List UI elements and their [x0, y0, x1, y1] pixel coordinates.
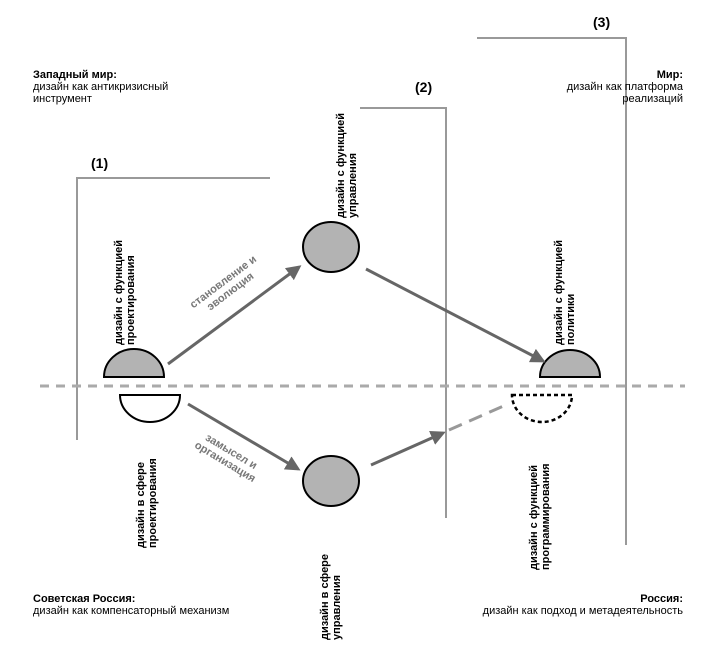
region-west: Западный мир: дизайн как антикризисный и…: [33, 69, 168, 105]
stage-3-label: (3): [593, 14, 611, 30]
region-world: Мир: дизайн как платформа реализаций: [567, 69, 683, 105]
label-func-program-line: дизайн с функцией: [528, 465, 540, 570]
region-west-line: дизайн как антикризисный: [33, 81, 169, 93]
node-sphere-project: [118, 394, 182, 423]
label-func-manage-line: управления: [347, 152, 359, 218]
stage-3-frame: [477, 37, 627, 545]
label-func-project-line: дизайн с функцией: [113, 240, 125, 345]
region-russia-line: дизайн как подход и метадеятельность: [482, 605, 683, 617]
label-func-program-line: программирования: [540, 463, 552, 570]
label-sphere-manage-line: управления: [331, 574, 343, 640]
label-sphere-manage: дизайн в сфере управления: [319, 554, 343, 640]
label-func-manage-line: дизайн с функцией: [335, 113, 347, 218]
region-world-title: Мир:: [656, 69, 683, 81]
node-func-policy: [538, 349, 602, 378]
label-func-program: дизайн с функцией программирования: [528, 463, 552, 570]
stage-2-label: (2): [415, 79, 433, 95]
node-sphere-manage: [302, 455, 360, 507]
region-russia-title: Россия:: [640, 593, 683, 605]
label-func-policy-line: политики: [565, 293, 577, 345]
region-world-line: реализаций: [622, 93, 683, 105]
label-sphere-manage-line: дизайн в сфере: [319, 553, 331, 640]
label-sphere-project-line: дизайн в сфере: [135, 461, 147, 548]
label-sphere-project: дизайн в сфере проектирования: [135, 458, 159, 548]
stage-1-frame: [76, 177, 270, 440]
arrow-to-program-dashed: [448, 402, 509, 432]
arrow-manage-to-program: [370, 431, 446, 467]
region-soviet-line: дизайн как компенсаторный механизм: [33, 605, 230, 617]
label-func-manage: дизайн с функцией управления: [335, 113, 359, 218]
label-func-policy: дизайн с функцией политики: [553, 240, 577, 345]
label-func-policy-line: дизайн с функцией: [553, 240, 565, 345]
arrow-manage-to-policy: [365, 267, 546, 363]
node-func-manage: [302, 221, 360, 273]
label-sphere-project-line: проектирования: [147, 458, 159, 548]
stage-1-label: (1): [91, 155, 109, 171]
arrow-concept: [187, 402, 301, 471]
label-func-project: дизайн с функцией проектирования: [113, 240, 137, 345]
region-russia: Россия: дизайн как подход и метадеятельн…: [483, 593, 683, 617]
label-func-project-line: проектирования: [125, 255, 137, 345]
stage-2-frame: [360, 107, 447, 518]
region-west-line: инструмент: [33, 93, 92, 105]
node-func-program: [510, 393, 574, 424]
arrow-formation: [167, 265, 302, 366]
region-west-title: Западный мир:: [33, 69, 117, 81]
region-world-line: дизайн как платформа: [566, 81, 683, 93]
region-soviet: Советская Россия: дизайн как компенсатор…: [33, 593, 229, 617]
region-soviet-title: Советская Россия:: [33, 593, 136, 605]
node-func-project: [102, 348, 166, 378]
